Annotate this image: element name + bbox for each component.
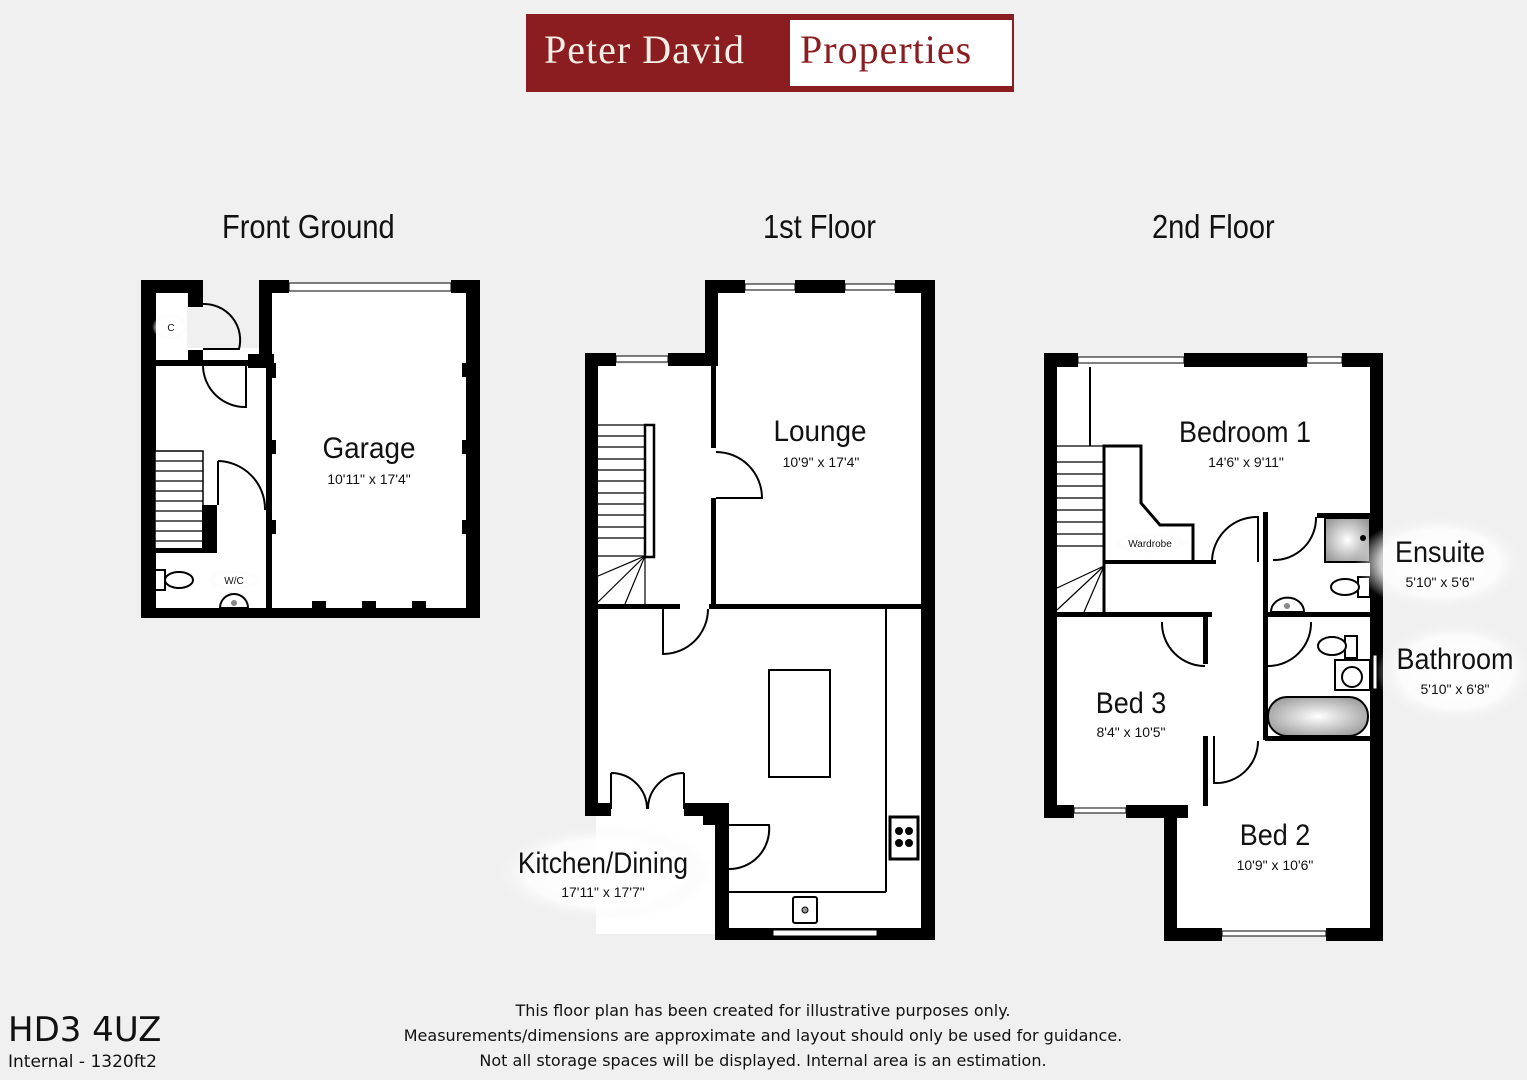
room-name-bathroom: Bathroom <box>1397 643 1514 677</box>
room-dim-kitchen-dining: 17'11" x 17'7" <box>561 884 645 900</box>
front-ground-plan <box>141 280 480 618</box>
room-name-cupboard: C <box>167 323 174 334</box>
room-labels: Garage 10'11" x 17'4" W/C C Lounge 10'9"… <box>167 323 1513 900</box>
postcode: HD3 4UZ <box>8 1010 162 1050</box>
room-name-wc: W/C <box>224 576 243 587</box>
room-dim-ensuite: 5'10" x 5'6" <box>1406 574 1475 590</box>
room-dim-bathroom: 5'10" x 6'8" <box>1421 681 1490 697</box>
room-dim-bedroom-1: 14'6" x 9'11" <box>1208 454 1284 470</box>
floor-title-1st-floor: 1st Floor <box>763 208 876 245</box>
brand-name-part2: Properties <box>800 27 973 72</box>
room-name-bed-2: Bed 2 <box>1240 819 1311 853</box>
floor-title-front-ground: Front Ground <box>222 208 395 245</box>
disclaimer-line-1: This floor plan has been created for ill… <box>515 1001 1011 1020</box>
room-name-lounge: Lounge <box>773 415 866 448</box>
room-name-wardrobe: Wardrobe <box>1128 539 1172 550</box>
room-dim-garage: 10'11" x 17'4" <box>327 471 411 487</box>
room-dim-bed-3: 8'4" x 10'5" <box>1097 724 1166 740</box>
disclaimer-line-3: Not all storage spaces will be displayed… <box>479 1051 1047 1070</box>
room-name-ensuite: Ensuite <box>1395 536 1485 570</box>
disclaimer: This floor plan has been created for ill… <box>330 998 1196 1073</box>
room-name-bedroom-1: Bedroom 1 <box>1179 416 1311 450</box>
room-name-kitchen-dining: Kitchen/Dining <box>518 845 688 879</box>
kitchen-island <box>768 669 831 778</box>
internal-area: Internal - 1320ft2 <box>8 1052 157 1072</box>
room-name-bed-3: Bed 3 <box>1096 687 1167 721</box>
first-floor-plan <box>493 280 935 940</box>
second-floor-plan <box>1044 353 1527 941</box>
floor-title-2nd-floor: 2nd Floor <box>1152 208 1275 245</box>
brand-logo: Peter David Properties <box>526 14 1014 92</box>
toilet-icon <box>154 569 166 591</box>
room-name-garage: Garage <box>322 432 415 465</box>
hob-icon <box>888 815 920 861</box>
bath-icon <box>1267 696 1369 737</box>
room-dim-lounge: 10'9" x 17'4" <box>783 454 860 470</box>
disclaimer-line-2: Measurements/dimensions are approximate … <box>403 1026 1123 1045</box>
brand-name-part1: Peter David <box>544 27 745 72</box>
brand-name-box: Properties <box>790 20 1012 86</box>
room-dim-bed-2: 10'9" x 10'6" <box>1237 857 1314 873</box>
